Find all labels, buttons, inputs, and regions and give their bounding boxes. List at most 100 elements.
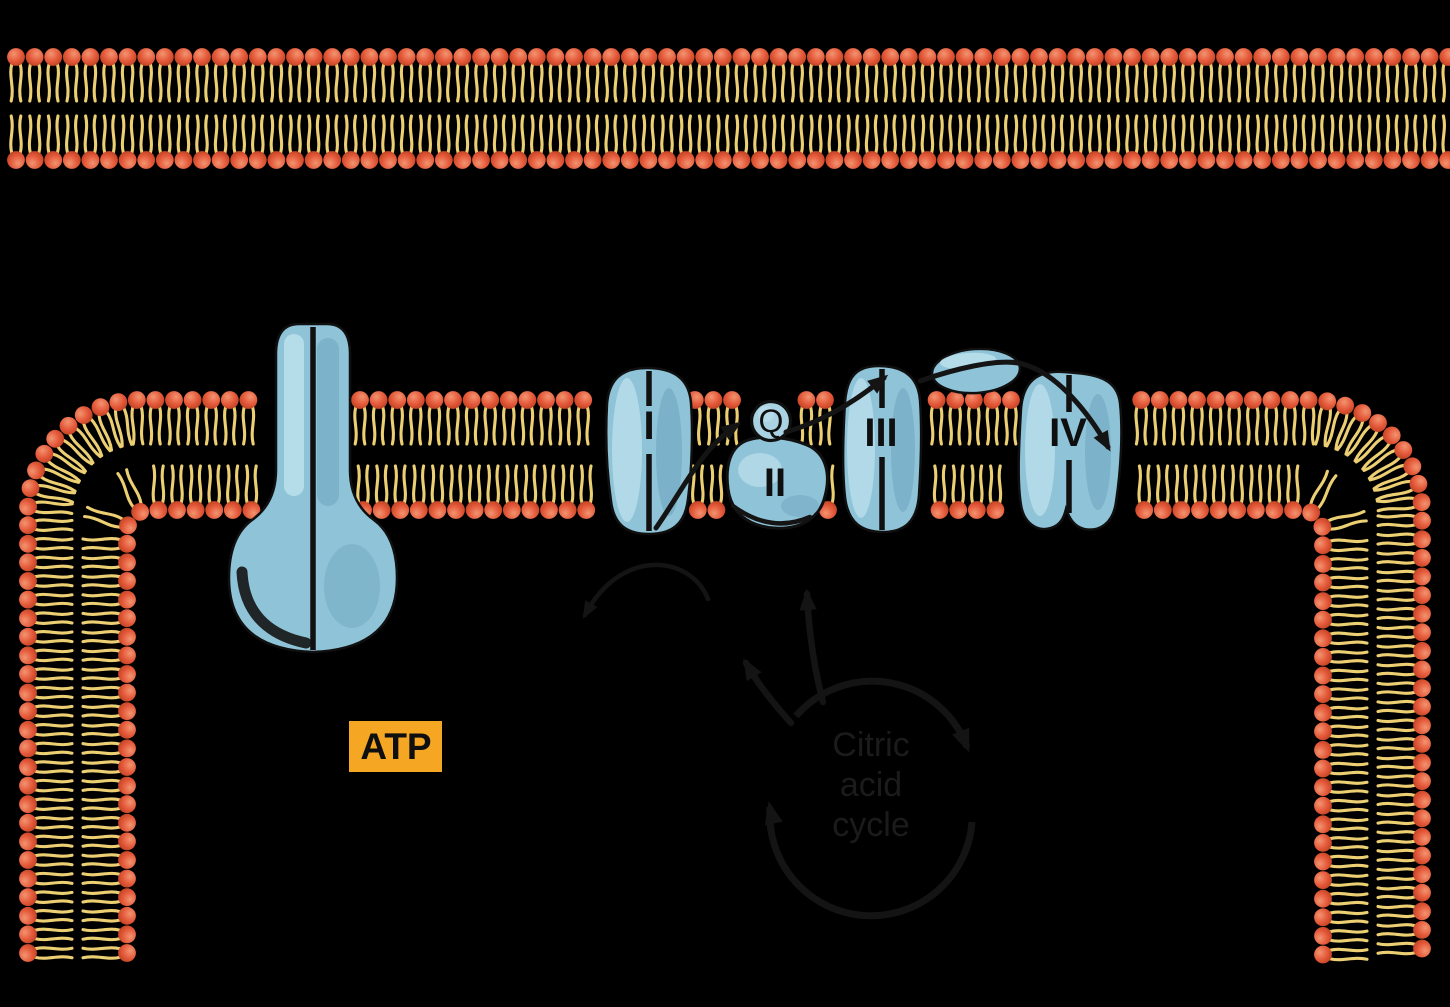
phospholipid xyxy=(1314,927,1369,945)
phospholipid xyxy=(1376,735,1431,753)
phospholipid xyxy=(81,925,136,944)
phospholipid xyxy=(1439,114,1450,169)
phospholipid xyxy=(949,464,968,519)
phospholipid xyxy=(1188,391,1206,446)
phospholipid xyxy=(955,48,974,103)
phospholipid xyxy=(1206,391,1225,446)
phospholipid xyxy=(1383,48,1402,103)
phospholipid xyxy=(937,48,955,103)
arrowhead xyxy=(743,658,762,682)
phospholipid xyxy=(1104,114,1123,169)
phospholipid xyxy=(558,464,577,519)
phospholipid xyxy=(211,48,230,103)
phospholipid xyxy=(974,114,993,169)
phospholipid xyxy=(732,48,751,103)
phospholipid xyxy=(1313,509,1368,536)
arrowhead xyxy=(952,727,970,753)
phospholipid xyxy=(732,114,751,169)
phospholipid xyxy=(713,114,732,169)
phospholipid xyxy=(453,48,472,103)
phospholipid xyxy=(555,391,574,446)
phospholipid xyxy=(1104,48,1123,103)
complex-i-label: I xyxy=(643,404,654,448)
phospholipid xyxy=(91,398,123,452)
arrowhead xyxy=(867,374,889,394)
arrowhead xyxy=(799,588,817,611)
phospholipid xyxy=(1354,426,1401,471)
atp-synthase xyxy=(227,322,399,654)
phospholipid xyxy=(1314,834,1369,852)
phospholipid xyxy=(602,48,621,103)
phospholipid xyxy=(416,48,435,103)
phospholipid xyxy=(397,48,416,103)
phospholipid xyxy=(577,464,596,519)
phospholipid xyxy=(19,739,74,758)
phospholipid xyxy=(484,464,503,519)
phospholipid xyxy=(1376,530,1431,549)
phospholipid xyxy=(1160,48,1179,103)
phospholipid xyxy=(1067,48,1086,103)
phospholipid xyxy=(1376,660,1431,679)
phospholipid xyxy=(546,114,565,169)
phospholipid xyxy=(1314,685,1369,703)
phospholipid xyxy=(44,114,63,169)
phospholipid xyxy=(416,114,435,169)
phospholipid xyxy=(502,464,521,519)
phospholipid xyxy=(490,114,509,169)
phospholipid xyxy=(1085,48,1104,103)
phospholipid xyxy=(1178,114,1197,169)
phospholipid xyxy=(1376,586,1431,604)
phospholipid xyxy=(658,48,676,103)
phospholipid xyxy=(1216,114,1234,169)
phospholipid xyxy=(81,534,136,553)
phospholipid xyxy=(19,758,74,776)
phospholipid xyxy=(81,572,136,590)
phospholipid xyxy=(546,48,565,103)
phospholipid xyxy=(1314,610,1369,629)
phospholipid xyxy=(1439,48,1450,103)
phospholipid xyxy=(379,114,397,169)
phospholipid xyxy=(81,851,136,869)
phospholipid xyxy=(1314,648,1369,666)
phospholipid xyxy=(242,464,261,519)
phospholipid xyxy=(1302,469,1338,522)
phospholipid xyxy=(168,464,186,519)
phospholipid xyxy=(472,114,490,169)
phospholipid xyxy=(1160,114,1179,169)
phospholipid xyxy=(19,590,74,609)
phospholipid xyxy=(46,429,94,473)
phospholipid xyxy=(304,48,323,103)
phospholipid xyxy=(788,114,807,169)
phospholipid xyxy=(1376,679,1431,697)
phospholipid xyxy=(1178,48,1197,103)
phospholipid xyxy=(1346,48,1365,103)
phospholipid xyxy=(7,114,25,169)
arrowhead xyxy=(582,600,598,619)
phospholipid xyxy=(304,114,323,169)
phospholipid xyxy=(453,114,472,169)
citric-output-arrow-right xyxy=(803,590,827,706)
phospholipid xyxy=(862,48,881,103)
phospholipid xyxy=(81,832,136,851)
phospholipid xyxy=(1209,464,1228,519)
phospholipid xyxy=(992,114,1011,169)
phospholipid xyxy=(927,391,946,446)
phospholipid xyxy=(1011,48,1030,103)
phospholipid xyxy=(220,391,239,446)
phospholipid xyxy=(1002,391,1020,446)
phospholipid xyxy=(186,464,205,519)
phospholipid xyxy=(1314,722,1369,741)
phospholipid xyxy=(62,48,81,103)
phospholipid xyxy=(658,114,676,169)
phospholipid xyxy=(1011,114,1030,169)
arrowhead xyxy=(1093,429,1111,452)
phospholipid xyxy=(1141,114,1160,169)
phospholipid xyxy=(1067,114,1086,169)
complex-iv-label: IV xyxy=(1049,411,1087,455)
phospholipid xyxy=(769,48,788,103)
phospholipid xyxy=(1314,908,1369,927)
phospholipid xyxy=(81,906,136,925)
phospholipid xyxy=(844,114,862,169)
phospholipid xyxy=(286,48,304,103)
